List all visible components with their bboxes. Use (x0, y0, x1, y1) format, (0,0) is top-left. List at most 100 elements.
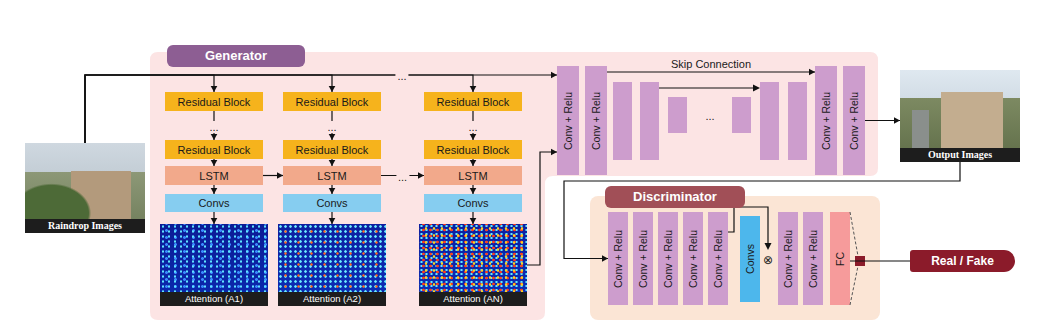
ellipsis: ... (395, 70, 408, 82)
arrowhead (329, 86, 336, 92)
connector (85, 75, 217, 143)
arrowhead (211, 160, 218, 166)
connector (263, 172, 283, 179)
arrowhead (753, 85, 760, 92)
attention-caption: Attention (A1) (160, 292, 268, 306)
box-label: Convs (198, 197, 229, 209)
ellipsis: ... (466, 121, 479, 133)
arrowhead (894, 117, 900, 124)
conv-relu-layer: Conv + Relu (708, 212, 728, 305)
convs-box: Convs (424, 194, 522, 212)
layer-label: Conv + Relu (807, 229, 819, 287)
layer-label: Conv + Relu (687, 229, 699, 287)
layer-label: Conv + Relu (612, 229, 624, 287)
connector (329, 185, 336, 194)
input-photo: Raindrop Images (25, 143, 145, 233)
residual-block: Residual Block (165, 92, 263, 111)
attention-map: Attention (A2) (278, 224, 386, 306)
encoder-layer (668, 97, 687, 133)
arrowhead (470, 160, 477, 166)
conv-relu-layer: Conv + Relu (778, 212, 798, 305)
arrowhead (470, 134, 477, 140)
layer-label: Conv + Relu (712, 229, 724, 287)
connector-line (85, 75, 557, 143)
connector (564, 162, 960, 262)
arrowhead (551, 149, 557, 156)
layer-label: Conv + Relu (820, 91, 832, 149)
connector (470, 185, 477, 194)
layer-label: Conv + Relu (662, 229, 674, 287)
connector (329, 159, 336, 166)
image-caption: Raindrop Images (25, 219, 145, 233)
decoder-layer (760, 82, 779, 160)
ellipsis: ... (703, 110, 716, 122)
result-label: Real / Fake (931, 254, 994, 268)
attention-feed-line (728, 207, 768, 244)
connector (329, 212, 336, 224)
box-label: Convs (316, 197, 347, 209)
arrowhead (418, 172, 424, 179)
lstm-box: LSTM (283, 166, 381, 185)
convs-box: Convs (165, 194, 263, 212)
layer-label: Conv + Relu (848, 91, 860, 149)
box-label: Residual Block (296, 144, 369, 156)
arrowhead (211, 218, 218, 224)
arrowhead (551, 72, 557, 79)
arrowhead (809, 69, 815, 76)
layer-label: Conv + Relu (590, 91, 602, 149)
conv-relu-layer: Conv + Relu (633, 212, 653, 305)
conv-relu-layer: Conv + Relu (608, 212, 628, 305)
arrowhead (329, 188, 336, 194)
conv-relu-layer: Conv + Relu (683, 212, 703, 305)
layer-label: Conv + Relu (562, 91, 574, 149)
ellipsis: ... (396, 171, 409, 183)
connector-line (85, 75, 332, 143)
connector (470, 159, 477, 166)
region-title: Discriminator (605, 186, 745, 208)
box-label: Residual Block (178, 96, 251, 108)
arrowhead (765, 243, 772, 250)
connector (527, 149, 557, 265)
connector-line (564, 162, 960, 259)
arrowhead (470, 218, 477, 224)
fc-layer: FC (830, 212, 850, 305)
connector (850, 261, 910, 262)
connector (85, 72, 557, 143)
region-title: Generator (167, 45, 305, 67)
attention-map: Attention (AN) (419, 224, 527, 306)
box-label: Convs (457, 197, 488, 209)
image-caption: Output Images (900, 148, 1020, 162)
conv-relu-layer: Conv + Relu (557, 66, 579, 175)
lstm-box: LSTM (424, 166, 522, 185)
layer-label: FC (834, 252, 846, 266)
conv-relu-layer: Conv + Relu (815, 66, 837, 175)
arrowhead (329, 160, 336, 166)
connector (470, 212, 477, 224)
encoder-layer (640, 82, 659, 160)
lstm-box: LSTM (165, 166, 263, 185)
conv-relu-layer: Conv + Relu (803, 212, 823, 305)
connector (211, 159, 218, 166)
output-photo: Output Images (900, 70, 1020, 162)
conv-relu-layer: Conv + Relu (843, 66, 865, 175)
inner-skip-line (659, 87, 754, 88)
box-label: Residual Block (437, 96, 510, 108)
discriminator-region: DiscriminatorConv + ReluConv + ReluConv … (590, 196, 880, 320)
arrowhead (211, 134, 218, 140)
ellipsis: ... (325, 121, 338, 133)
residual-block: Residual Block (424, 140, 522, 159)
residual-block: Residual Block (424, 92, 522, 111)
box-label: Residual Block (178, 144, 251, 156)
arrowhead (470, 188, 477, 194)
convs-box: Convs (283, 194, 381, 212)
arrowhead (211, 86, 218, 92)
box-label: Residual Block (437, 144, 510, 156)
arrowhead (277, 172, 283, 179)
arrowhead (211, 188, 218, 194)
conv-relu-layer: Conv + Relu (658, 212, 678, 305)
residual-block: Residual Block (165, 140, 263, 159)
residual-block: Residual Block (283, 92, 381, 111)
connection-label: Skip Connection (669, 58, 753, 70)
arrowhead (329, 134, 336, 140)
